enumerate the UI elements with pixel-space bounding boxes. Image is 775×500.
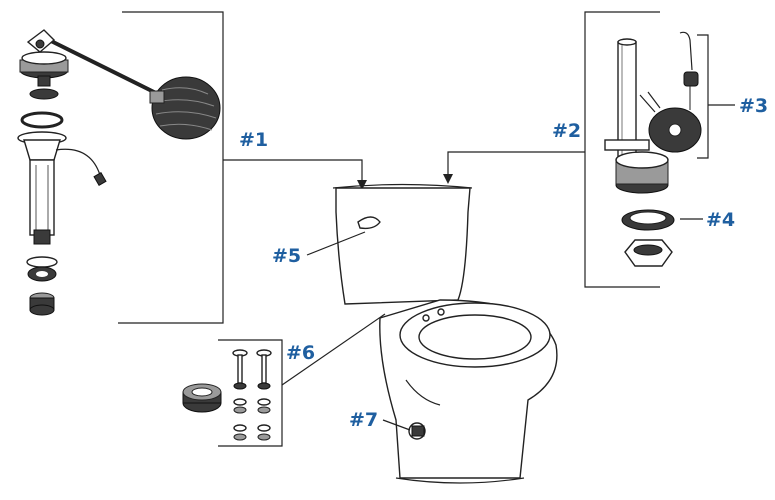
tank-bolts	[232, 349, 272, 390]
bracket-1	[118, 11, 224, 324]
valve-shank	[17, 131, 107, 245]
leader-line-7	[382, 419, 411, 431]
lock-nut	[624, 239, 673, 267]
leader-line-6	[281, 313, 386, 386]
fill-valve-group: #1	[17, 11, 367, 324]
leader-line-5	[306, 231, 366, 256]
toilet-tank	[335, 187, 471, 305]
valve-head	[19, 29, 69, 129]
callout-5: #5	[272, 245, 301, 267]
arrow-head-1	[357, 180, 367, 190]
valve-nuts	[26, 256, 58, 316]
bolt-washers	[233, 398, 271, 441]
callout-3: #3	[739, 95, 768, 117]
spud-gasket	[182, 383, 222, 413]
flush-lever-icon	[357, 216, 381, 230]
flapper-assembly	[639, 31, 702, 153]
leader-line-2	[447, 151, 585, 180]
flush-valve-group: #3 #4 #2	[443, 11, 768, 288]
arrow-head-2	[443, 174, 453, 184]
bracket-2	[584, 11, 660, 288]
float-ball	[149, 76, 221, 140]
flush-valve-gasket	[621, 209, 675, 231]
bracket-6	[218, 339, 283, 447]
callout-7: #7	[349, 409, 378, 431]
callout-2: #2	[552, 120, 581, 142]
float-arm	[44, 36, 161, 97]
toilet	[332, 183, 558, 484]
callout-1: #1	[239, 129, 268, 151]
callout-6: #6	[286, 342, 315, 364]
bracket-3	[697, 34, 709, 159]
tank-to-bowl-kit: #6	[182, 313, 386, 447]
overflow-tube	[604, 38, 669, 194]
leader-line-1	[223, 159, 363, 186]
callout-4: #4	[706, 209, 735, 231]
